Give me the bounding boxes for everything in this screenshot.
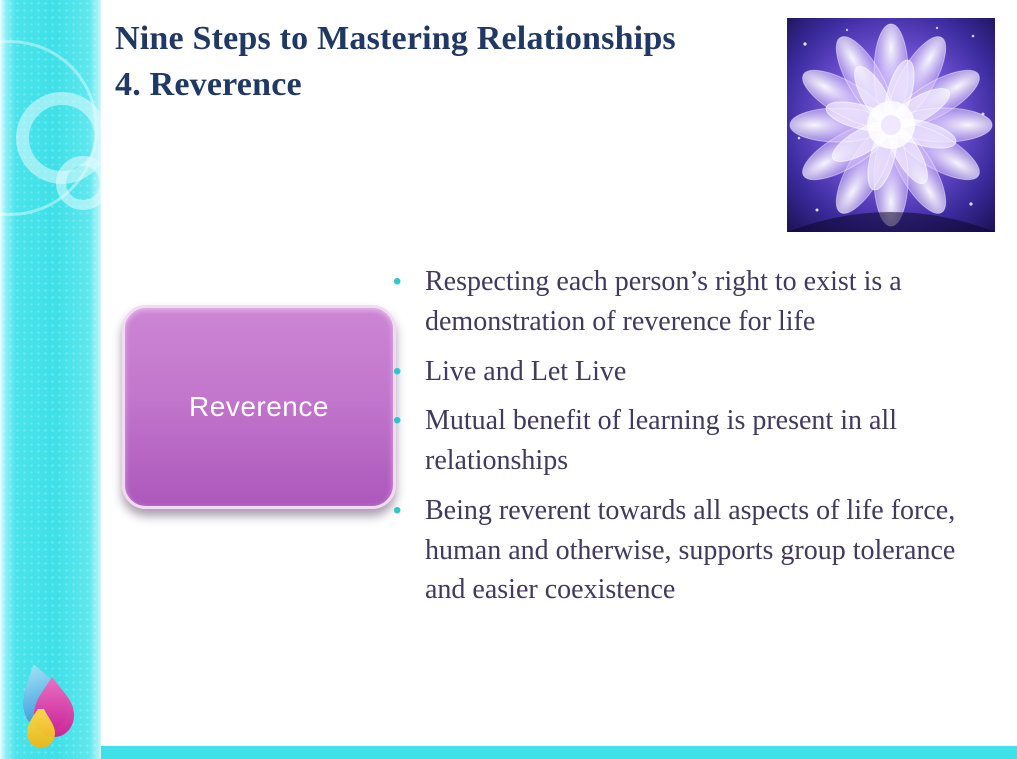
bullet-item-3: • Mutual benefit of learning is present … (393, 401, 993, 481)
bullet-text-2: Live and Let Live (425, 355, 627, 387)
mandala-image (787, 18, 995, 232)
bullet-text-3: Mutual benefit of learning is present in… (425, 405, 897, 476)
bullet-marker: • (393, 268, 402, 295)
sidebar-decoration (0, 0, 110, 759)
bullet-item-4: • Being reverent towards all aspects of … (393, 491, 993, 610)
reverence-box-label: Reverence (189, 391, 329, 422)
bullet-marker: • (393, 496, 402, 524)
slide-title-line1: Nine Steps to Mastering Relationships (115, 20, 676, 57)
bullet-marker: • (393, 407, 402, 435)
reverence-box: Reverence (122, 305, 396, 509)
slide-title: Nine Steps to Mastering Relationships 4.… (115, 16, 676, 108)
bullet-item-2: • Live and Let Live (393, 352, 993, 392)
bullet-marker: • (393, 357, 402, 385)
bullet-text-1: Respecting each person’s right to exist … (425, 266, 902, 337)
slide-content: Nine Steps to Mastering Relationships 4.… (101, 0, 1017, 746)
slide-title-line2: 4. Reverence (115, 65, 302, 103)
bullet-item-1: • Respecting each person’s right to exis… (393, 262, 993, 342)
bullet-list: • Respecting each person’s right to exis… (393, 262, 993, 620)
bullet-text-4: Being reverent towards all aspects of li… (425, 494, 956, 606)
flame-logo-icon (23, 664, 74, 748)
